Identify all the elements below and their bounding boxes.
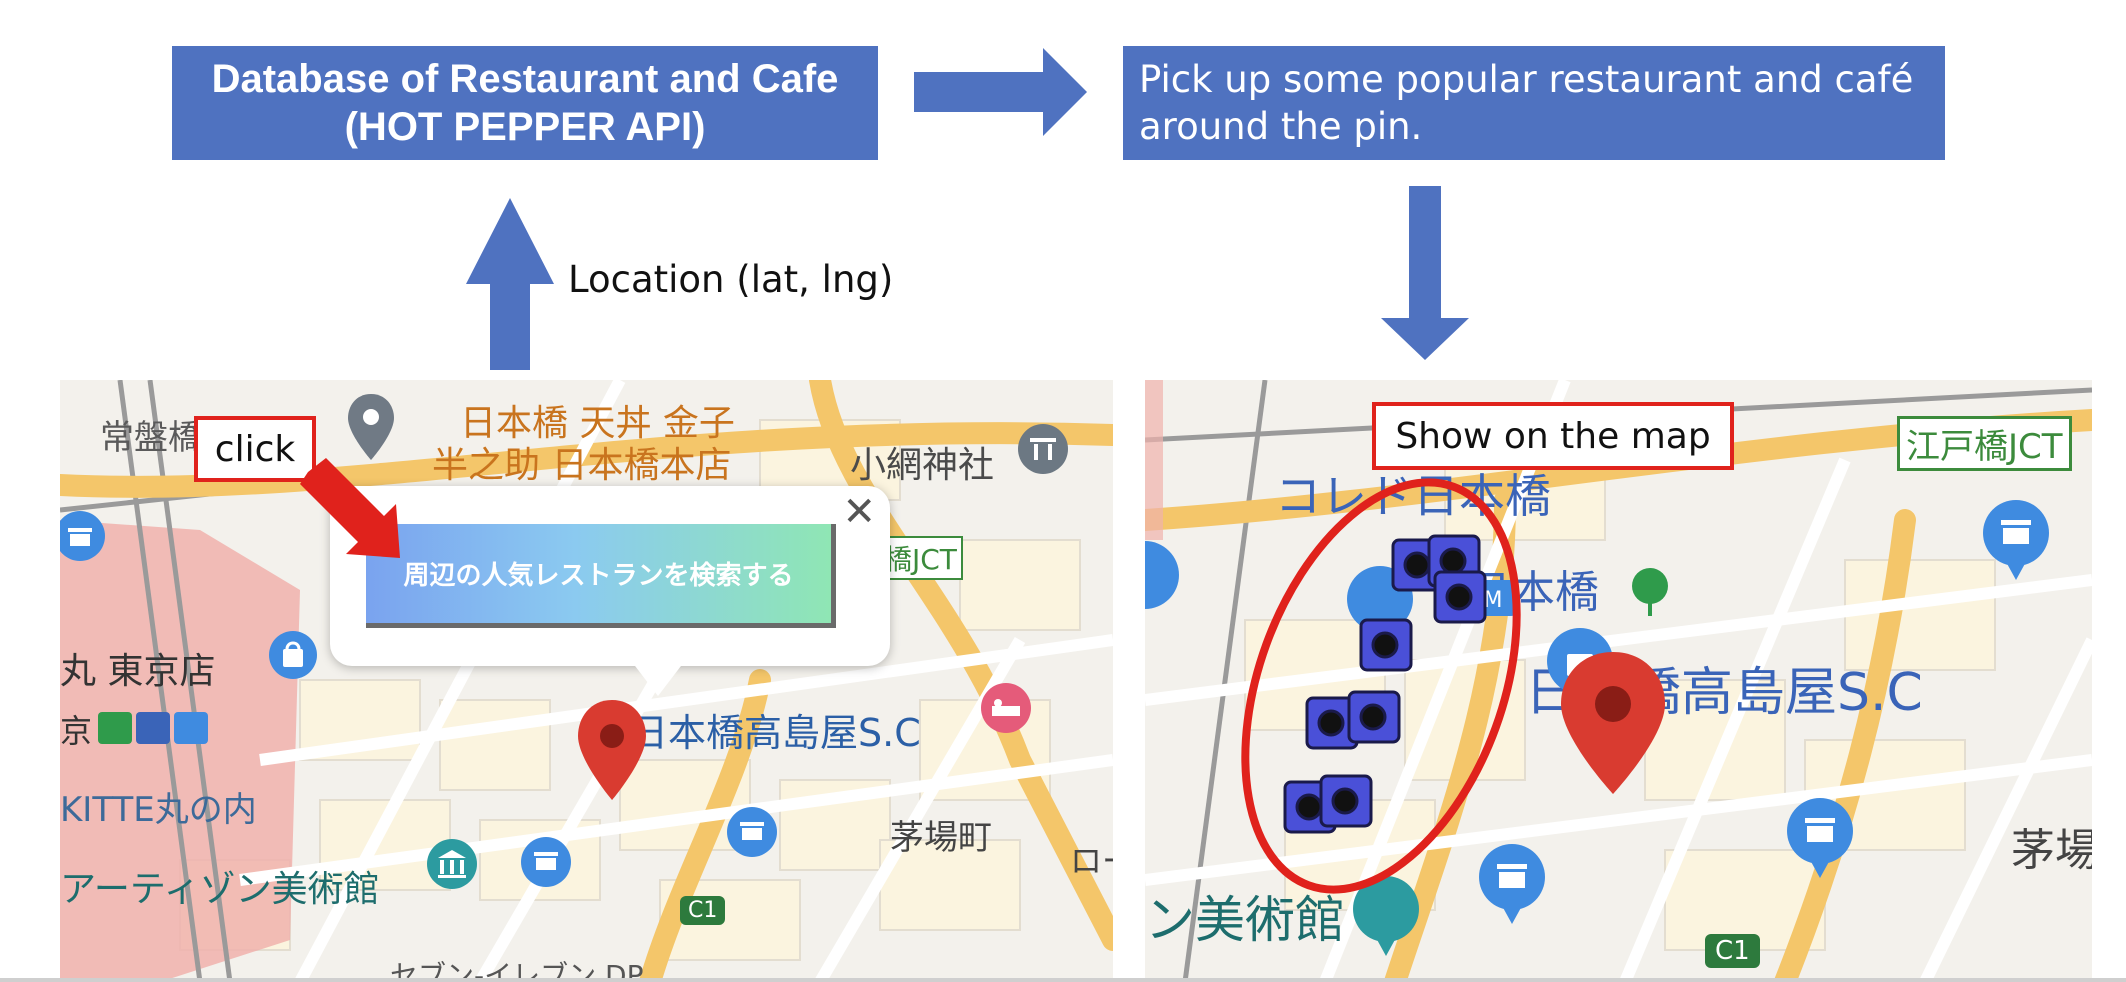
- map-label-edobashi: 江戸橋JCT: [1897, 416, 2072, 471]
- arrow-down: [1381, 186, 1469, 360]
- map-label-kitte: KITTE丸の内: [60, 790, 257, 830]
- map-label-koami: 小網神社: [850, 445, 995, 486]
- location-label: Location (lat, lng): [568, 258, 894, 301]
- map-label-marunouchi: 丸 東京店: [60, 651, 216, 692]
- map-label-ro: ロー: [1070, 842, 1113, 880]
- map-label-tendon-1: 日本橋 天丼 金子: [460, 403, 735, 444]
- search-popular-restaurants-button[interactable]: 周辺の人気レストランを検索する: [366, 524, 836, 628]
- map-label-seven: セブン-イレブン DP: [390, 959, 644, 982]
- museum-icon: [427, 839, 477, 889]
- close-icon[interactable]: ✕: [842, 489, 876, 535]
- map-label-c1: C1: [1705, 934, 1760, 968]
- map-label-kaya: 茅場: [2011, 825, 2092, 876]
- map-label-kayabacho: 茅場町: [890, 818, 992, 858]
- right-map[interactable]: コレド日本橋 日本橋 江戸橋JCT 日本橋高島屋S.C 茅場 ン美術館 C1 M: [1145, 380, 2092, 982]
- pickup-box-line2: around the pin.: [1139, 105, 1423, 148]
- location-pin-icon: [578, 700, 646, 800]
- train-station-icon: [1145, 541, 1179, 609]
- click-callout: click: [194, 416, 316, 482]
- restaurant-marker-icon: [1433, 570, 1487, 624]
- map-label-tendon-2: 半之助 日本橋本店: [432, 445, 732, 486]
- map-label-bijutsukan: ン美術館: [1145, 891, 1345, 949]
- left-map[interactable]: 常盤橋 日本橋 天丼 金子 半之助 日本橋本店 小網神社 丸 東京店 京 KIT…: [60, 380, 1113, 982]
- restaurant-markers: [1283, 534, 1487, 834]
- restaurant-marker-icon: [1319, 774, 1373, 828]
- train-station-icon: [60, 511, 105, 561]
- search-popup: ✕ 周辺の人気レストランを検索する: [330, 486, 890, 696]
- bottom-divider: [0, 978, 2126, 982]
- map-label-jct: 橋JCT: [878, 536, 963, 580]
- map-label-takashimaya: 日本橋高島屋S.C: [630, 711, 921, 755]
- museum-icon: [1353, 876, 1419, 956]
- train-station-icon: [1787, 798, 1853, 878]
- location-pin-icon: [1561, 652, 1665, 794]
- train-station-icon: [1983, 500, 2049, 580]
- pickup-box-line1: Pick up some popular restaurant and café: [1139, 58, 1914, 101]
- svg-text:M: M: [1484, 588, 1503, 613]
- shopping-bag-icon: [269, 631, 317, 679]
- database-box-title: Database of Restaurant and Cafe: [211, 57, 839, 101]
- map-label-c1: C1: [680, 896, 726, 925]
- map-label-kyo: 京: [60, 712, 93, 750]
- database-box: Database of Restaurant and Cafe (HOT PEP…: [172, 46, 878, 160]
- highlight-ellipse: [1241, 478, 1521, 894]
- map-pin-icon: [348, 394, 394, 460]
- map-label-tokiwa: 常盤橋: [100, 418, 202, 458]
- restaurant-marker-icon: [1347, 690, 1401, 744]
- bus-icon: [98, 712, 208, 744]
- restaurant-marker-icon: [1305, 696, 1359, 750]
- hotel-icon: [981, 683, 1031, 733]
- map-label-coredo: コレド日本橋: [1275, 469, 1551, 523]
- pickup-box: Pick up some popular restaurant and café…: [1123, 46, 1945, 160]
- park-icon: [1632, 568, 1668, 616]
- arrow-right: [914, 48, 1087, 136]
- show-on-map-callout: Show on the map: [1372, 402, 1734, 470]
- train-station-icon: [727, 807, 777, 857]
- restaurant-marker-icon: [1359, 618, 1413, 672]
- popup-tail: [632, 662, 684, 696]
- map-label-artizon: アーティゾン美術館: [60, 869, 380, 910]
- arrow-up: [466, 198, 554, 370]
- train-station-icon: [521, 837, 571, 887]
- shrine-icon: [1018, 424, 1068, 474]
- red-pointer-arrow: [300, 458, 400, 558]
- database-box-subtitle: (HOT PEPPER API): [344, 105, 706, 149]
- train-station-icon: [1479, 844, 1545, 924]
